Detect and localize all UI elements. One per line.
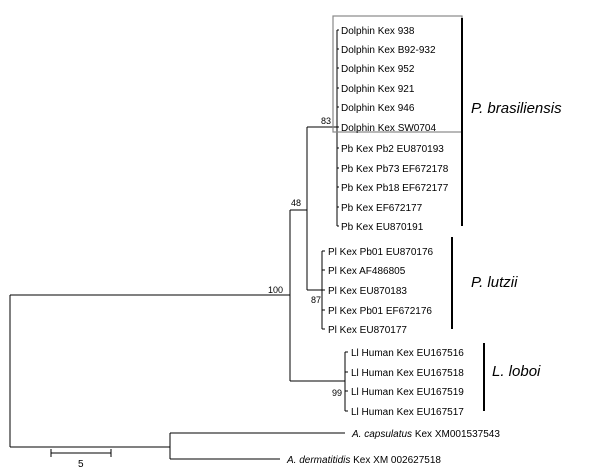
scale-bar-label: 5	[78, 459, 84, 470]
leaf-label-dermatitidis: A. dermatitidis Kex XM 002627518	[286, 455, 441, 466]
leaf-label: Dolphin Kex 952	[341, 64, 415, 75]
scale-bar: 5	[50, 449, 112, 470]
leaf-label: Dolphin Kex 946	[341, 103, 415, 114]
bootstrap-brasiliensis-lutzii: 48	[291, 198, 301, 208]
clade-loboi: L. loboi	[483, 343, 541, 411]
leaf-label-capsulatus: A. capsulatus Kex XM001537543	[351, 429, 500, 440]
bootstrap-root-ingroup: 100	[268, 285, 283, 295]
leaf-label: Pl Kex EU870177	[328, 325, 407, 336]
clade-name: L. loboi	[492, 363, 541, 380]
leaf-label: Pb Kex Pb18 EF672177	[341, 183, 449, 194]
leaf-labels-loboi: Ll Human Kex EU167516 Ll Human Kex EU167…	[351, 348, 464, 418]
leaf-label: Pb Kex EF672177	[341, 203, 423, 214]
clade-name: P. brasiliensis	[471, 100, 562, 117]
bootstrap-values: 100 48 83 87 99	[268, 116, 342, 398]
leaf-label: Pb Kex Pb73 EF672178	[341, 164, 449, 175]
bootstrap-brasiliensis: 83	[321, 116, 331, 126]
leaf-label: Ll Human Kex EU167517	[351, 407, 464, 418]
bootstrap-loboi: 99	[332, 388, 342, 398]
loboi-tips	[345, 351, 348, 412]
leaf-label: Pl Kex AF486805	[328, 266, 406, 277]
brasiliensis-tips	[337, 29, 339, 227]
leaf-label: Pb Kex Pb2 EU870193	[341, 144, 444, 155]
clade-name: P. lutzii	[471, 274, 518, 291]
leaf-label: Pl Kex EU870183	[328, 286, 407, 297]
clade-brasiliensis: P. brasiliensis	[461, 18, 562, 226]
tree-branches	[9, 29, 348, 460]
leaf-labels-lutzii: Pl Kex Pb01 EU870176 Pl Kex AF486805 Pl …	[328, 247, 434, 336]
leaf-label: Pb Kex EU870191	[341, 222, 424, 233]
leaf-label: Pl Kex Pb01 EU870176	[328, 247, 434, 258]
leaf-labels-brasiliensis: Dolphin Kex 938 Dolphin Kex B92-932 Dolp…	[341, 26, 449, 233]
leaf-label: Dolphin Kex 921	[341, 84, 415, 95]
leaf-label: Dolphin Kex SW0704	[341, 123, 436, 134]
lutzii-tips	[322, 250, 325, 330]
leaf-label: Pl Kex Pb01 EF672176	[328, 306, 432, 317]
leaf-label: Ll Human Kex EU167516	[351, 348, 464, 359]
leaf-label: Dolphin Kex 938	[341, 26, 415, 37]
leaf-label: Ll Human Kex EU167519	[351, 387, 464, 398]
clade-lutzii: P. lutzii	[451, 237, 518, 329]
leaf-label: Ll Human Kex EU167518	[351, 368, 464, 379]
leaf-label: Dolphin Kex B92-932	[341, 45, 436, 56]
bootstrap-lutzii: 87	[311, 295, 321, 305]
